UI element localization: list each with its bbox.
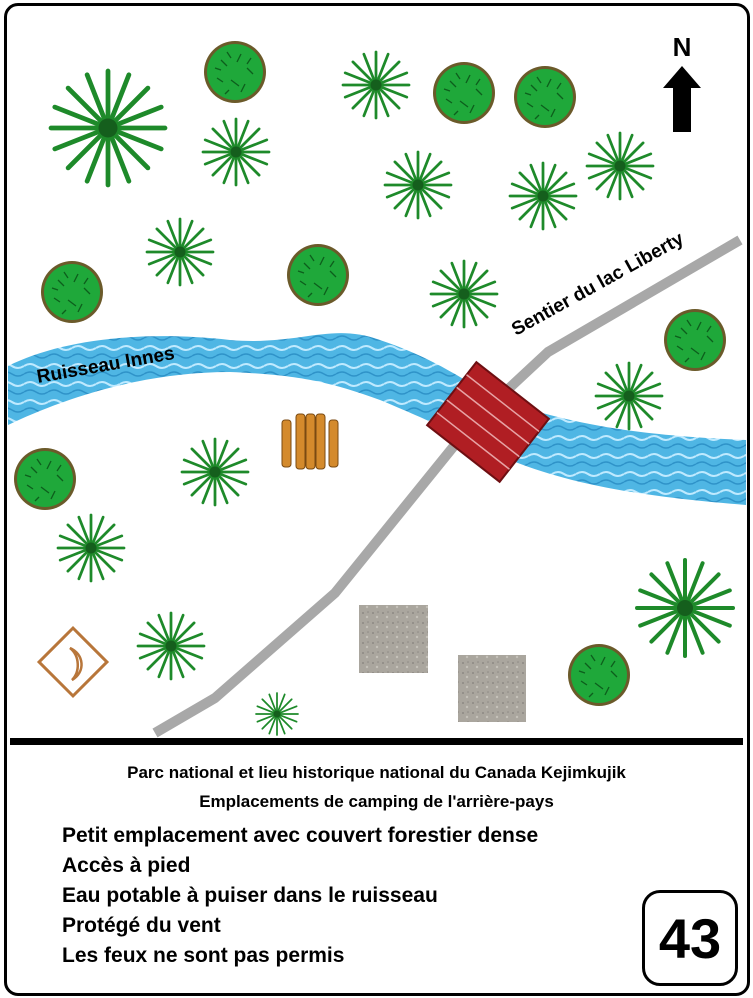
stream [8,333,746,505]
campsite-category: Emplacements de camping de l'arrière-pay… [199,792,554,811]
tent-pad-icon [359,605,428,673]
park-name: Parc national et lieu historique nationa… [127,763,626,782]
site-number-badge: 43 [642,890,738,986]
feature-item: Les feux ne sont pas permis [62,944,345,967]
divider [10,738,743,745]
site-number: 43 [658,906,722,970]
feature-item: Petit emplacement avec couvert forestier… [62,824,539,847]
bridge-icon [425,360,551,484]
tent-pad-icon [458,655,526,722]
trail [152,235,743,738]
campsite-map: N Ruisseau Innes Sentier du lac Liberty [8,32,746,738]
feature-item: Eau potable à puiser dans le ruisseau [62,884,438,907]
north-arrow-icon: N [663,32,701,132]
feature-item: Protégé du vent [62,914,221,937]
camping-moon-icon [36,625,110,699]
woodpile-icon [281,413,339,470]
feature-item: Accès à pied [62,854,191,877]
north-label: N [673,32,692,62]
